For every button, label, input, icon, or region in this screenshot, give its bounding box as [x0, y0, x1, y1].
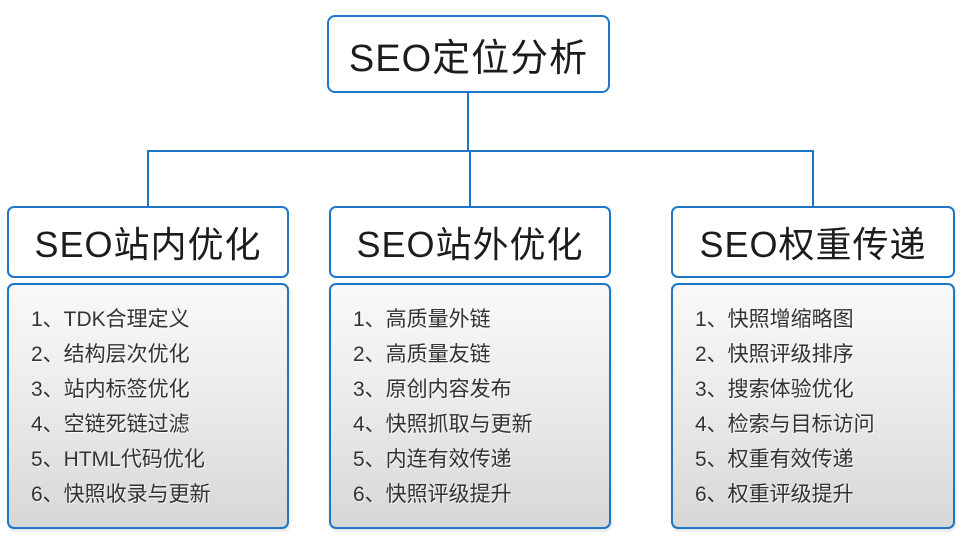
- connector-drop-right: [812, 150, 814, 207]
- branch-title: SEO站外优化: [356, 224, 584, 265]
- connector-root-vertical: [467, 93, 469, 151]
- root-node-title: SEO定位分析: [348, 37, 589, 80]
- branch-item-list: 1、TDK合理定义 2、结构层次优化 3、站内标签优化 4、空链死链过滤 5、H…: [9, 285, 287, 512]
- branch-header-offsite: SEO站外优化: [329, 206, 611, 278]
- list-item: 4、空链死链过滤: [31, 413, 190, 436]
- list-item: 2、高质量友链: [353, 343, 491, 366]
- branch-header-onsite: SEO站内优化: [7, 206, 289, 278]
- list-item: 6、快照评级提升: [353, 483, 512, 506]
- branch-weight-transfer: SEO权重传递 1、快照增缩略图 2、快照评级排序 3、搜索体验优化 4、检索与…: [671, 0, 955, 550]
- branch-header-weight: SEO权重传递: [671, 206, 955, 278]
- list-item: 6、快照收录与更新: [31, 483, 211, 506]
- list-item: 6、权重评级提升: [695, 483, 854, 506]
- list-item: 2、快照评级排序: [695, 343, 854, 366]
- list-item: 2、结构层次优化: [31, 343, 190, 366]
- list-item: 1、快照增缩略图: [695, 308, 854, 331]
- connector-horizontal: [147, 150, 814, 152]
- list-item: 3、站内标签优化: [31, 378, 190, 401]
- list-item: 5、内连有效传递: [353, 448, 512, 471]
- branch-item-list: 1、高质量外链 2、高质量友链 3、原创内容发布 4、快照抓取与更新 5、内连有…: [331, 285, 609, 512]
- list-item: 5、HTML代码优化: [31, 448, 205, 471]
- branch-panel-offsite: 1、高质量外链 2、高质量友链 3、原创内容发布 4、快照抓取与更新 5、内连有…: [329, 283, 611, 529]
- branch-offsite-optimization: SEO站外优化 1、高质量外链 2、高质量友链 3、原创内容发布 4、快照抓取与…: [329, 0, 611, 550]
- branch-onsite-optimization: SEO站内优化 1、TDK合理定义 2、结构层次优化 3、站内标签优化 4、空链…: [7, 0, 289, 550]
- list-item: 5、权重有效传递: [695, 448, 854, 471]
- list-item: 3、原创内容发布: [353, 378, 512, 401]
- connector-drop-center: [469, 150, 471, 207]
- list-item: 1、TDK合理定义: [31, 308, 190, 331]
- connector-drop-left: [147, 150, 149, 207]
- list-item: 3、搜索体验优化: [695, 378, 854, 401]
- list-item: 4、快照抓取与更新: [353, 413, 533, 436]
- branch-panel-onsite: 1、TDK合理定义 2、结构层次优化 3、站内标签优化 4、空链死链过滤 5、H…: [7, 283, 289, 529]
- list-item: 4、检索与目标访问: [695, 413, 875, 436]
- branch-panel-weight: 1、快照增缩略图 2、快照评级排序 3、搜索体验优化 4、检索与目标访问 5、权…: [671, 283, 955, 529]
- root-node-seo-positioning-analysis: SEO定位分析: [327, 15, 610, 93]
- list-item: 1、高质量外链: [353, 308, 491, 331]
- branch-title: SEO权重传递: [699, 224, 927, 265]
- branch-title: SEO站内优化: [34, 224, 262, 265]
- branch-item-list: 1、快照增缩略图 2、快照评级排序 3、搜索体验优化 4、检索与目标访问 5、权…: [673, 285, 953, 512]
